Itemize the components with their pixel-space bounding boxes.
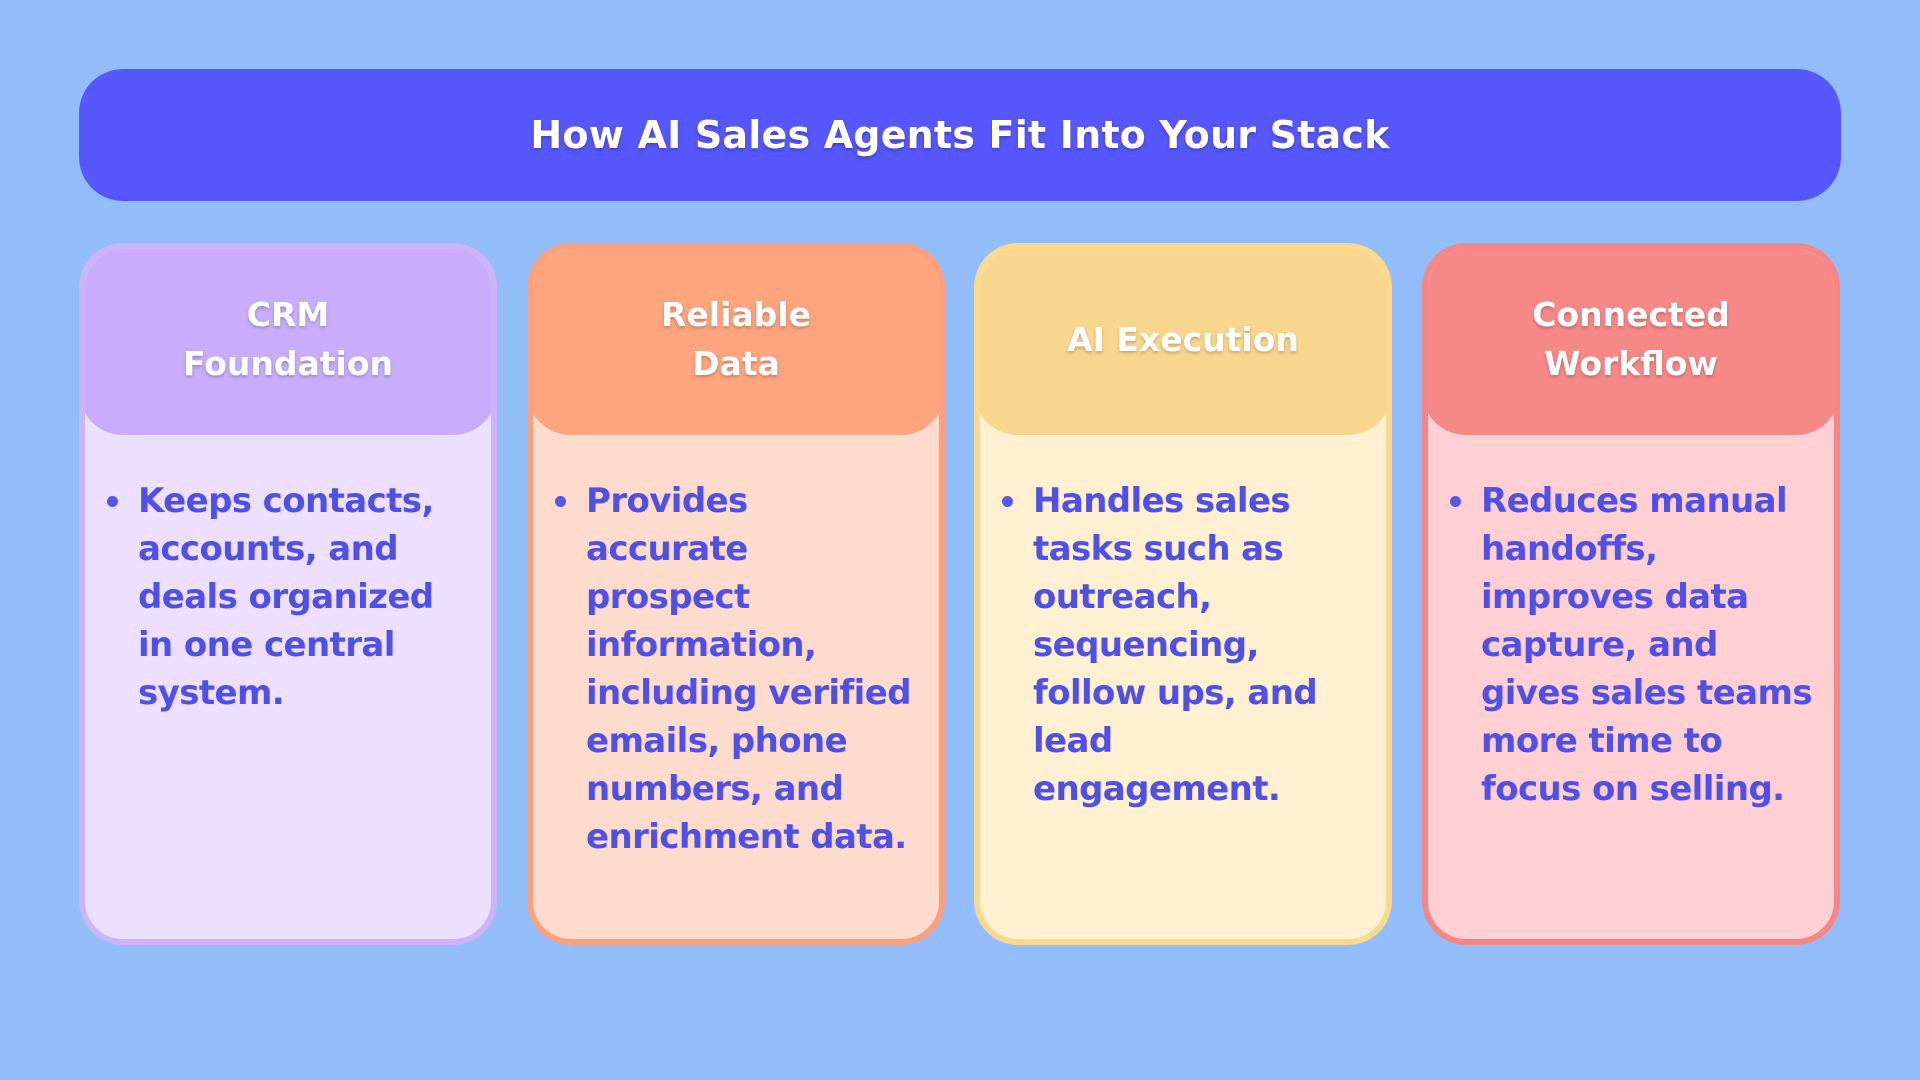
bullet-dot-icon (555, 496, 566, 507)
cards-row: CRM Foundation Keeps contacts, accounts,… (79, 243, 1841, 945)
card-header: AI Execution (980, 249, 1386, 435)
bullet-text: Reduces manual handoffs, improves data c… (1481, 481, 1813, 809)
card-reliable-data: Reliable Data Provides accurate prospect… (527, 243, 945, 945)
bullet-dot-icon (1002, 496, 1013, 507)
card-bullet-list: Handles sales tasks such as outreach, se… (1002, 477, 1367, 813)
bullet-text: Provides accurate prospect information, … (586, 481, 912, 857)
card-title: Reliable Data (661, 295, 811, 383)
card-title: AI Execution (1067, 319, 1299, 359)
card-title: CRM Foundation (182, 295, 393, 383)
card-connected-workflow: Connected Workflow Reduces manual handof… (1422, 243, 1840, 945)
card-crm-foundation: CRM Foundation Keeps contacts, accounts,… (79, 243, 497, 945)
bullet-dot-icon (107, 496, 118, 507)
page-title: How AI Sales Agents Fit Into Your Stack (530, 113, 1390, 157)
list-item: Keeps contacts, accounts, and deals orga… (107, 477, 472, 717)
bullet-dot-icon (1450, 496, 1461, 507)
title-banner: How AI Sales Agents Fit Into Your Stack (79, 69, 1841, 201)
card-header: Reliable Data (533, 249, 939, 435)
list-item: Handles sales tasks such as outreach, se… (1002, 477, 1367, 813)
card-bullet-list: Keeps contacts, accounts, and deals orga… (107, 477, 472, 717)
card-bullet-list: Provides accurate prospect information, … (555, 477, 920, 861)
list-item: Reduces manual handoffs, improves data c… (1450, 477, 1815, 813)
card-ai-execution: AI Execution Handles sales tasks such as… (974, 243, 1392, 945)
bullet-text: Keeps contacts, accounts, and deals orga… (138, 481, 434, 713)
bullet-text: Handles sales tasks such as outreach, se… (1033, 481, 1318, 809)
list-item: Provides accurate prospect information, … (555, 477, 920, 861)
card-header: CRM Foundation (85, 249, 491, 435)
card-header: Connected Workflow (1428, 249, 1834, 435)
card-title: Connected Workflow (1532, 295, 1730, 383)
card-bullet-list: Reduces manual handoffs, improves data c… (1450, 477, 1815, 813)
